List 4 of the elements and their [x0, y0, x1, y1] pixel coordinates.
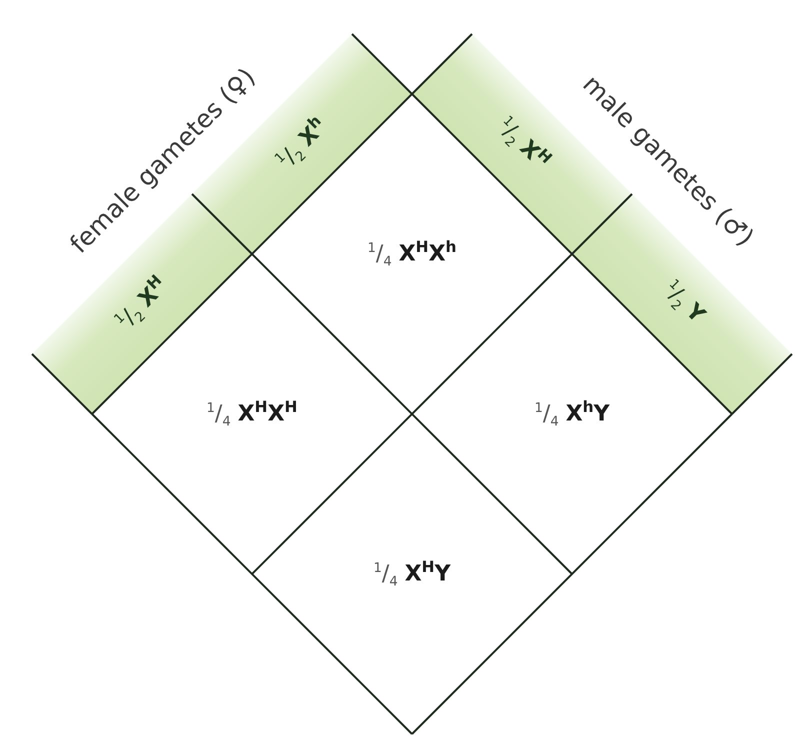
genotype-label: $^{1}$/$_{4}$ X$^{H}$X$^{h}$	[368, 238, 456, 270]
genotype-label: $^{1}$/$_{4}$ X$^{h}$Y	[534, 398, 610, 430]
genotype-label: $^{1}$/$_{4}$ X$^{H}$Y	[374, 558, 450, 590]
genotype-label: $^{1}$/$_{4}$ X$^{H}$X$^{H}$	[206, 398, 298, 430]
